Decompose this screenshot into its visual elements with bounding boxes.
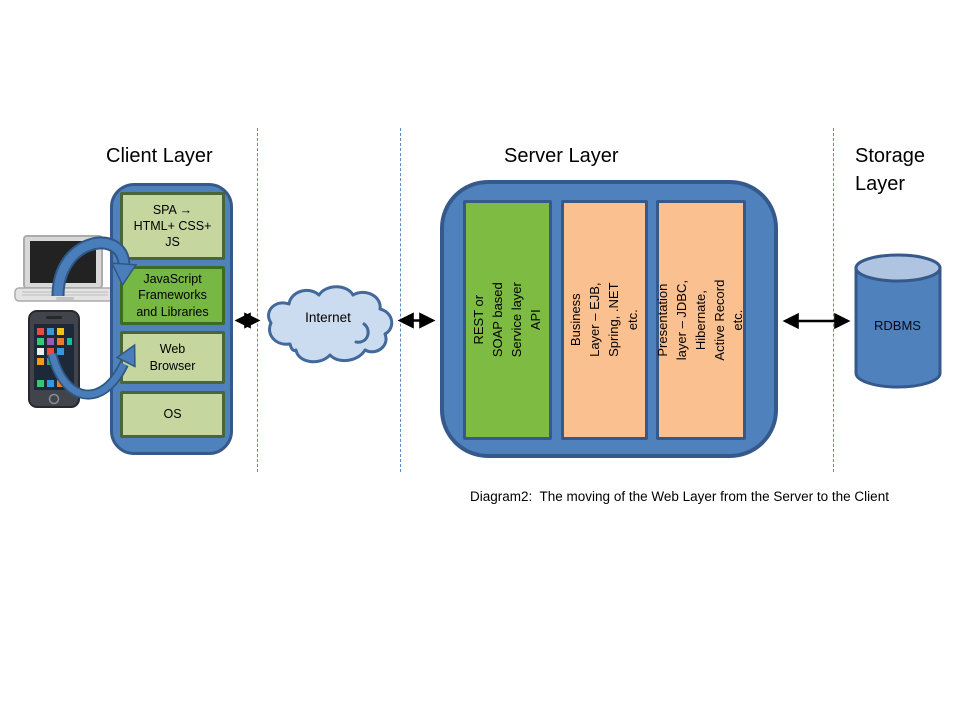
separator-internet-server [400,128,401,472]
separator-server-storage [833,128,834,472]
service-layer-label: REST or SOAP based Service layer API [470,282,543,358]
storage-layer-title: Storage Layer [855,145,926,195]
server-box-presentation-layer: Presentation layer – JDBC, Hibernate, Ac… [654,200,746,440]
separator-client-internet [257,128,258,472]
server-layer-title: Server Layer [504,145,619,167]
client-layer-title: Client Layer [106,145,213,167]
internet-cloud-icon [267,285,394,364]
smartphone-icon [28,310,80,408]
business-layer-label: Business Layer – EJB, Spring, .NET etc. [567,282,640,358]
internet-label: Internet [305,310,351,325]
client-box-spa: SPA → HTML+ CSS+ JS [120,192,225,260]
client-box-web-browser: Web Browser [120,331,225,384]
database-cylinder-icon [854,253,942,389]
client-box-js-frameworks: JavaScript Frameworks and Libraries [120,266,225,325]
server-box-business-layer: Business Layer – EJB, Spring, .NET etc. [561,200,648,440]
laptop-icon [14,235,116,302]
diagram-caption: Diagram2: The moving of the Web Layer fr… [470,489,889,504]
client-box-os: OS [120,391,225,438]
presentation-layer-label: Presentation layer – JDBC, Hibernate, Ac… [654,279,746,361]
server-box-service-layer: REST or SOAP based Service layer API [463,200,552,440]
rdbms-label: RDBMS [874,318,921,333]
